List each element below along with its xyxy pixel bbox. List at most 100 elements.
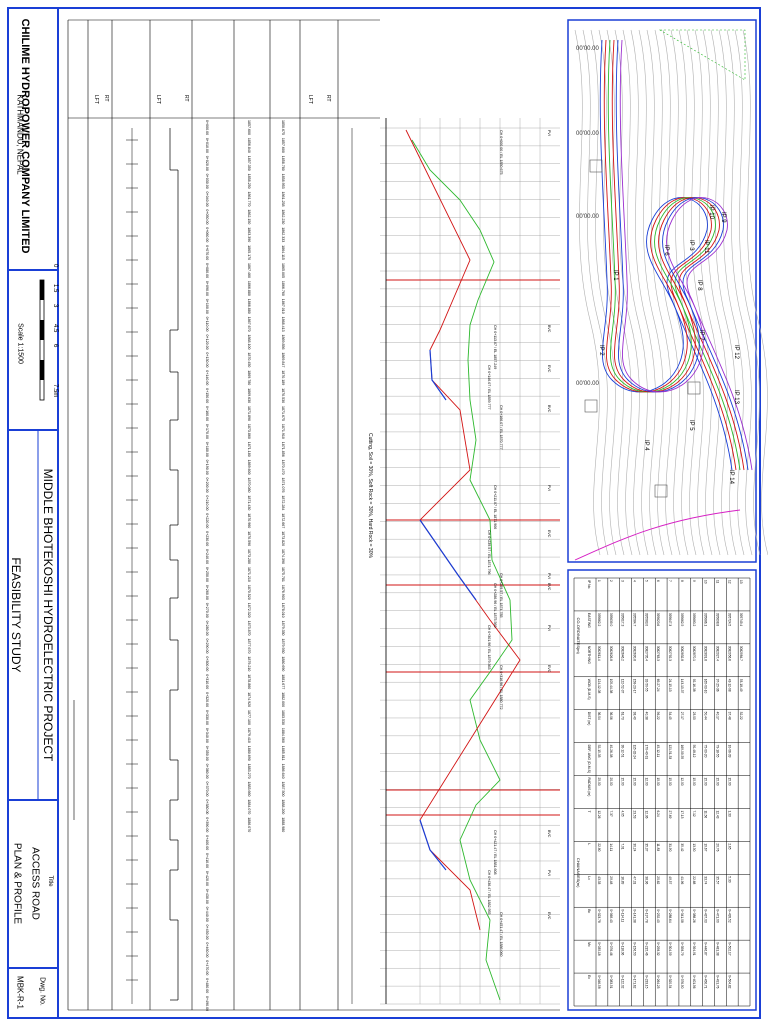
formation-level: 1883.530 [281,710,285,725]
ip-table-cell: 12.26 [597,810,601,818]
ip-table-cell: 27.69 [668,810,672,818]
ip-table-header: Mc [587,942,591,947]
ip-table-cell: 92-50-55 [644,679,648,692]
ip-table-cell: 19.67 [704,843,708,851]
drawing-title-2: PLAN & PROFILE [11,842,23,925]
chainage-label: 0+170.00 [205,424,209,439]
formation-level: 1866.760 [281,281,285,296]
ground-profile [411,139,513,1001]
band-rt-2: RT [183,95,189,102]
ip-table-cell: 395662.5 [680,613,684,627]
existing-level: 1878.860 [247,674,251,689]
chainage-label: 0+020.00 [205,156,209,171]
formation-level: 1888.980 [281,817,285,832]
formation-level: 1870.530 [281,388,285,403]
ip-table-cell: 0+358.79 [680,942,684,956]
band-lft-2: LFT [155,95,161,104]
plan-ip-label: IP 14 [728,470,734,485]
ip-table-cell: 41.96 [680,876,684,884]
existing-level: 1861.770 [247,192,251,207]
formation-level: 1862.230 [281,209,285,224]
ip-table-cell: 7.37 [609,810,613,816]
ip-table-cell: 0+502.17 [727,942,731,956]
profile-station-label: CH 0+146.07 / EL 1859.777 [487,365,491,410]
building-symbol [654,484,668,498]
ip-table-cell: 61.73 [621,712,625,720]
scale-tick-5: 7.5m [52,384,58,398]
formation-level: 1880.690 [281,656,285,671]
ip-table-cell: 52-15-33 [597,745,601,758]
ip-table-cell: 7.91 [621,843,625,849]
chainage-label: 0+200.00 [205,478,209,493]
existing-level: 1883.270 [247,764,251,779]
profile-station-label: CH 0+166.07 / EL 1870.777 [499,405,503,450]
ip-table-cell: 79-18-55 [715,745,719,758]
ip-table-header: L [587,843,591,845]
band-rt-3: RT [325,95,331,102]
ip-table-cell: 10 [704,580,708,584]
chainage-label: 0+460.00 [205,942,209,957]
formation-level: 1871.856 [281,442,285,457]
profile-tag: PVI [547,130,551,136]
existing-level: 1873.280 [247,549,251,564]
profile-tag: BVC [547,830,551,838]
band-rt-1: RT [103,95,109,102]
ip-table-cell: 30.24 [633,843,637,851]
plan-ip-label: IP 5 [688,420,694,431]
ip-table-cell: 14.11 [609,843,613,851]
vertical-curve [419,819,447,871]
existing-level: 1857.600 [247,120,251,135]
chainage-label: 0+440.00 [205,907,209,922]
ip-table-cell: 169-09-55 [680,745,684,760]
ip-table-cell: 49.57 [668,876,672,884]
chainage-label: 0+430.00 [205,889,209,904]
ip-table-cell: 122-52-37 [621,679,625,694]
chainage-label: 0+300.00 [205,656,209,671]
formation-level: 1881.677 [281,674,285,689]
existing-level: 1870.450 [247,352,251,367]
ip-table-cell: 12.00 [680,778,684,786]
plan-view-frame [567,19,757,563]
formation-level: 1879.930 [281,638,285,653]
chainage-label: 0+110.00 [205,317,209,332]
profile-tag: EVC [547,665,551,673]
road-line [615,39,749,471]
sheet-border [7,7,761,1019]
ip-table-cell: 395686.1 [704,613,708,627]
ip-table-cell: 3082690.8 [633,646,637,661]
ip-table-group: CO-ORDINATES(m) [576,618,581,655]
chainage-label: 0+350.00 [205,746,209,761]
formation-level: 1865.005 [281,263,285,278]
ip-table-cell: 0+471.00 [715,909,719,923]
profile-tag: EVC [547,530,551,538]
scale-bar [39,279,45,401]
ip-table-cell: 395620.6 [656,613,660,627]
contour-line [574,29,601,556]
contour-line [638,29,665,556]
chainage-label: 0+360.00 [205,764,209,779]
profile-tag: PVI [547,870,551,876]
plan-ip-label: IP 1 [612,270,618,281]
ip-table-cell: 0+446.87 [704,942,708,956]
ip-table-cell: 75-09-20 [704,745,708,758]
chainage-label: 0+220.00 [205,513,209,528]
profile-station-label: CH 0+316.96 / EL 1880.772 [499,665,503,710]
ip-table-cell: 36.04 [597,712,601,720]
ip-table-cell: 30-12-51 [621,745,625,758]
ip-table-cell: 395639.0 [609,613,613,627]
ip-table-header: RADIUS (m) [587,778,591,797]
ip-table-cell: 4 [633,580,637,582]
chainage-label: 0+150.00 [205,388,209,403]
ip-table-header: NORTHING [587,646,591,664]
chainage-label: 0+490.00 [205,996,209,1011]
dwg-caption: Dwg. No. [38,977,46,1006]
contour-line [694,29,721,556]
ip-table-cell: 3082832.8 [680,646,684,661]
band-lft-1: LFT [93,95,99,104]
ip-table-cell: 38.96 [644,876,648,884]
chainage-label: 0+280.00 [205,621,209,636]
ip-table-cell: 25.00 [597,778,601,786]
ip-table-cell: 12.00 [644,778,648,786]
